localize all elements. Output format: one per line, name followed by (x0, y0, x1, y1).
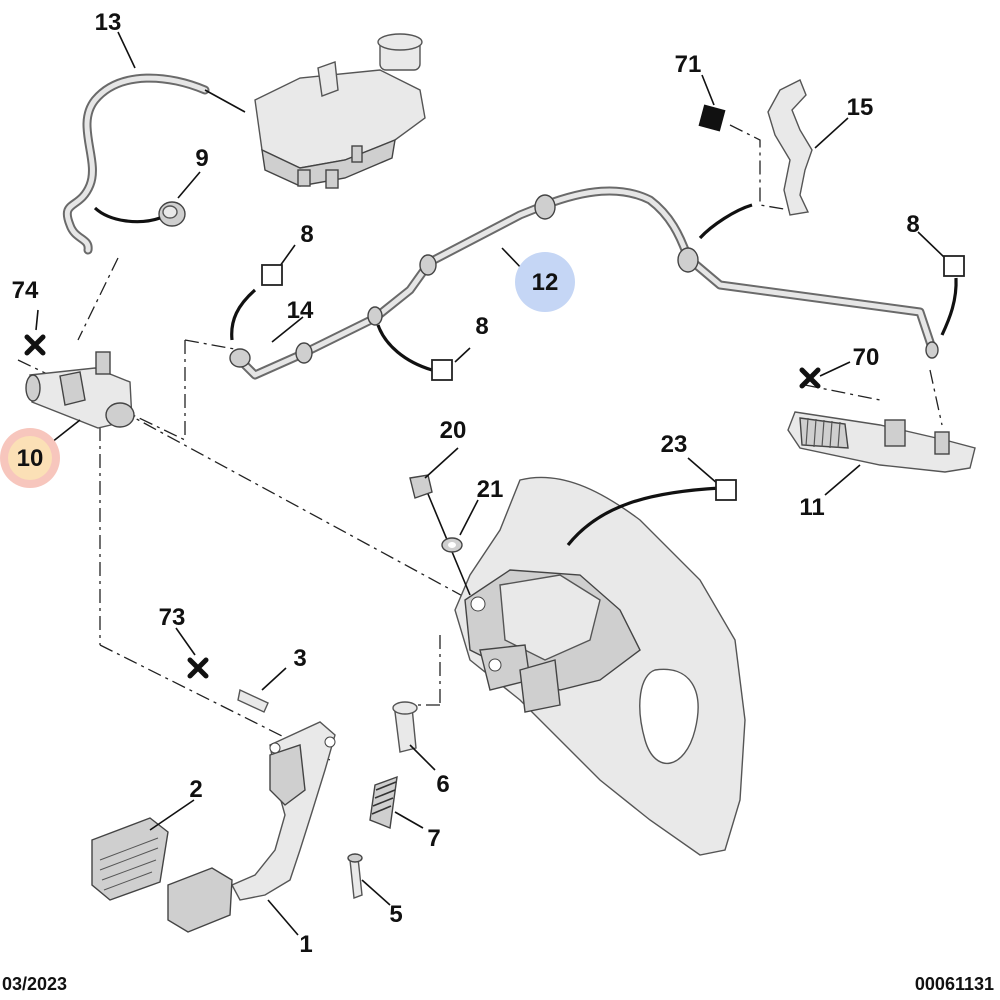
footer-document-code: 00061131 (914, 974, 994, 994)
grommet-9 (158, 201, 186, 227)
washer-21 (441, 537, 463, 553)
callout-15[interactable]: 15 (847, 94, 874, 121)
reservoir-assembly (62, 33, 426, 255)
callout-21[interactable]: 21 (477, 476, 504, 503)
callout-14[interactable]: 14 (287, 297, 314, 324)
callout-71[interactable]: 71 (675, 51, 702, 78)
callout-11[interactable]: 11 (799, 494, 824, 521)
slave-cylinder-11 (787, 411, 976, 473)
callout-8[interactable]: 8 (475, 313, 488, 340)
callout-1[interactable]: 1 (299, 931, 312, 958)
callout-74[interactable]: 74 (12, 277, 39, 304)
callout-12[interactable]: 12 (532, 269, 559, 296)
highlight-10-inner (8, 436, 52, 480)
callout-73[interactable]: 73 (159, 604, 186, 631)
marker-74-cross (24, 334, 46, 356)
marker-8-square (943, 255, 965, 277)
reference-markers (24, 255, 965, 679)
callout-8[interactable]: 8 (300, 221, 313, 248)
marker-8-square (431, 359, 453, 381)
highlight-12 (515, 252, 575, 312)
callout-70[interactable]: 70 (853, 344, 880, 371)
callout-6[interactable]: 6 (436, 771, 449, 798)
callout-8[interactable]: 8 (906, 211, 919, 238)
pedal-box (454, 476, 746, 856)
callout-23[interactable]: 23 (661, 431, 688, 458)
callout-labels: 13 9 71 15 8 14 12 8 8 74 70 10 20 23 21… (12, 9, 920, 958)
footer-date: 03/2023 (2, 974, 68, 994)
callout-5[interactable]: 5 (389, 901, 402, 928)
marker-23-square (715, 479, 737, 501)
pedal-assembly (91, 688, 418, 933)
callout-10[interactable]: 10 (17, 445, 44, 472)
bracket-15 (698, 79, 813, 216)
callout-9[interactable]: 9 (195, 145, 208, 172)
callout-3[interactable]: 3 (293, 645, 306, 672)
callout-2[interactable]: 2 (189, 776, 202, 803)
marker-71-square (698, 104, 726, 132)
construction-lines (17, 124, 943, 761)
switch-20 (409, 474, 471, 596)
marker-73-cross (187, 657, 209, 679)
callout-7[interactable]: 7 (427, 825, 440, 852)
marker-70-cross (799, 367, 821, 389)
marker-8-square (261, 264, 283, 286)
callout-highlights (0, 252, 575, 488)
hose-12 (229, 186, 939, 380)
master-cylinder-10 (25, 351, 135, 429)
leader-lines (35, 31, 958, 936)
callout-13[interactable]: 13 (95, 9, 122, 36)
callout-20[interactable]: 20 (440, 417, 467, 444)
